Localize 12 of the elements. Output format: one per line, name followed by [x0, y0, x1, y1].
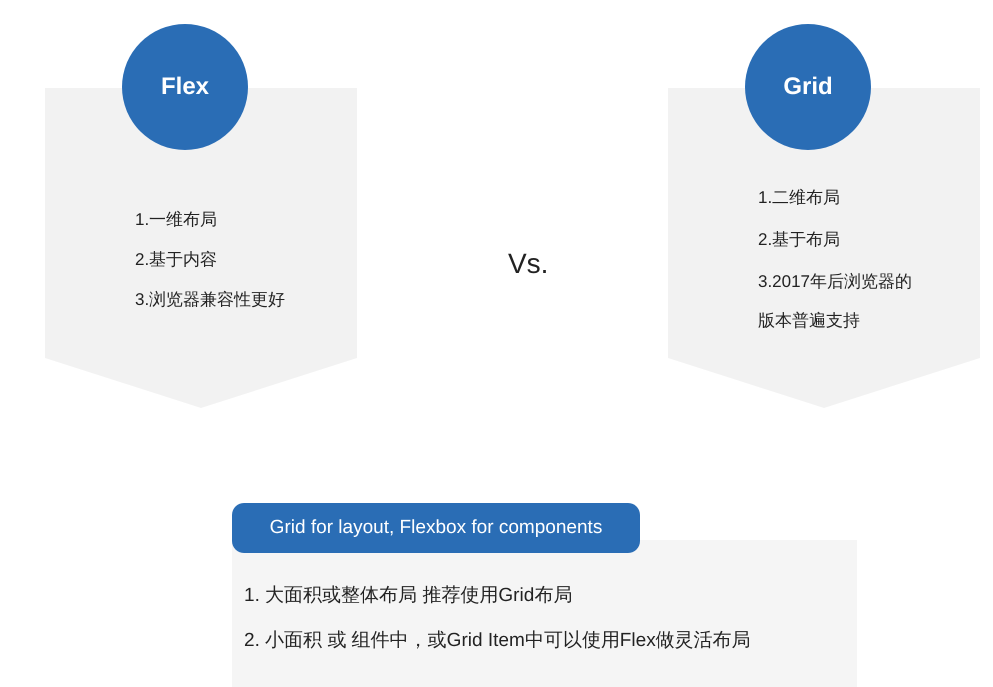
list-item: 3.浏览器兼容性更好	[135, 289, 286, 311]
heading-banner: Grid for layout, Flexbox for components	[232, 503, 640, 553]
list-item: 1. 大面积或整体布局 推荐使用Grid布局	[244, 584, 572, 608]
list-item: 1.一维布局	[135, 209, 218, 231]
list-item: 1.二维布局	[758, 187, 842, 209]
list-item: 2.基于内容	[135, 249, 218, 271]
list-item: 2. 小面积 或 组件中，或Grid Item中可以使用Flex做灵活布局	[244, 629, 751, 653]
list-item: 2.基于布局	[758, 229, 842, 251]
comparison-label: Vs.	[508, 248, 548, 280]
title-circle: Grid	[745, 24, 871, 150]
list-item: 3.2017年后浏览器的版本普遍支持	[758, 271, 913, 332]
title-circle: Flex	[122, 24, 248, 150]
